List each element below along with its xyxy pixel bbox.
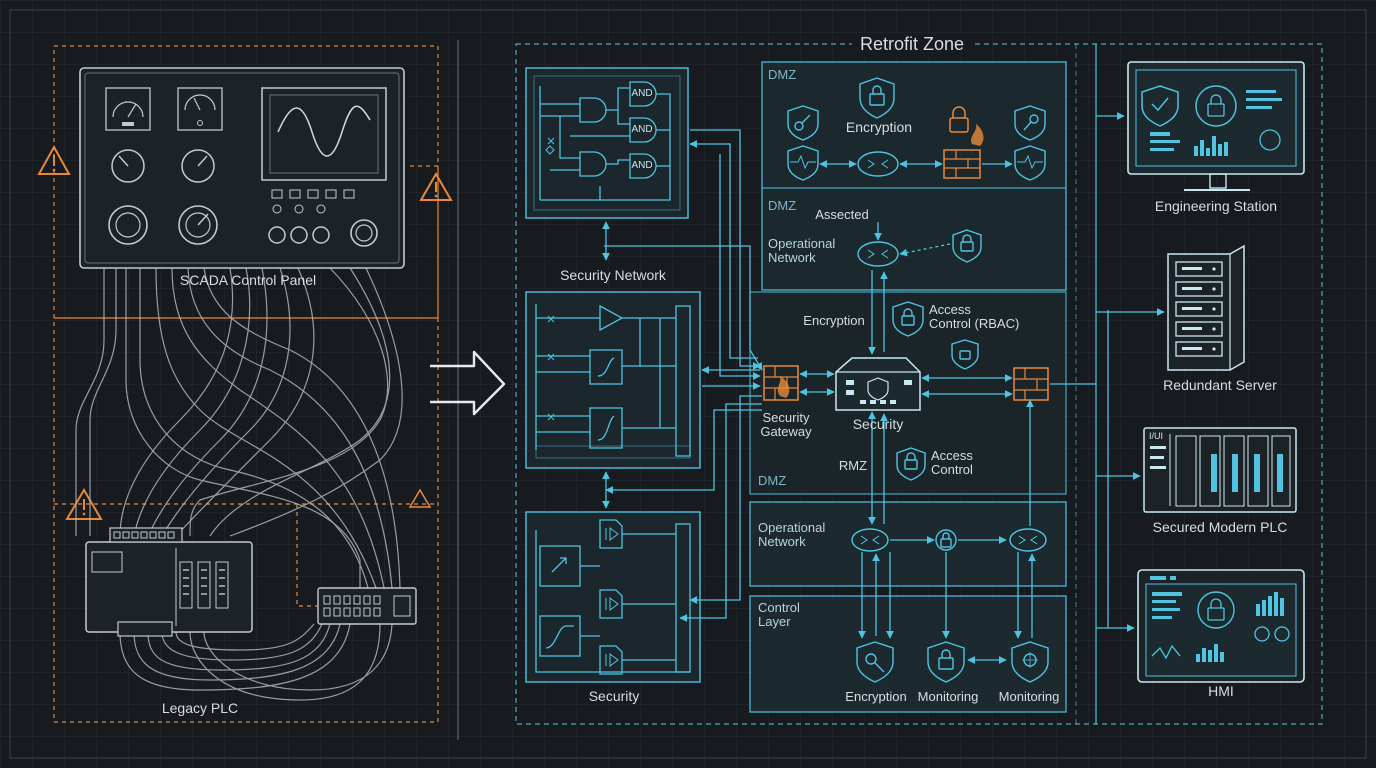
engineering-station-monitor	[1127, 61, 1305, 191]
padlock-icon	[949, 106, 969, 133]
relay-schematic	[535, 304, 691, 459]
security-schematic	[535, 519, 691, 675]
access-control-rbac-label: Access Control (RBAC)	[929, 302, 1020, 332]
shield-icons	[787, 77, 1049, 683]
security-appliance-label: Security	[852, 416, 904, 432]
gateway-firewall-icon	[763, 365, 799, 401]
security-network-label: Security Network	[560, 267, 666, 283]
migration-arrow	[430, 350, 506, 416]
and-gate-label: AND	[631, 88, 653, 99]
legacy-plc-device	[85, 527, 253, 637]
control-layer-label: Control Layer	[758, 600, 800, 630]
engineering-station-label: Engineering Station	[1154, 198, 1278, 214]
logic-gates	[533, 75, 681, 211]
encryption-label: Encryption	[845, 119, 913, 135]
legacy-wiring	[75, 267, 403, 701]
security-appliance	[835, 357, 921, 411]
secured-modern-plc-label: Secured Modern PLC	[1152, 519, 1288, 535]
retrofit-zone-border	[515, 43, 1323, 725]
security-gateway-label: Security Gateway	[760, 410, 812, 440]
operational-network-label: Operational Network	[758, 520, 826, 550]
hmi-tablet	[1137, 569, 1305, 683]
security-label: Security	[588, 688, 640, 704]
dmz-label: DMZ	[758, 473, 787, 488]
and-gate-label: AND	[631, 160, 653, 171]
legacy-plc-label: Legacy PLC	[161, 700, 239, 716]
dmz-label: DMZ	[768, 198, 797, 213]
redundant-server	[1167, 244, 1245, 371]
legacy-section	[53, 45, 439, 723]
warning-icon	[37, 144, 71, 175]
secured-modern-plc	[1143, 427, 1297, 513]
redundant-server-label: Redundant Server	[1163, 377, 1277, 393]
retrofit-zone-title: Retrofit Zone	[851, 34, 973, 55]
encryption-label: Encryption	[803, 313, 865, 328]
scada-control-panel	[79, 67, 405, 269]
dmz-label: DMZ	[768, 67, 797, 82]
monitoring-label: Monitoring	[917, 689, 979, 704]
assected-label: Assected	[815, 207, 869, 222]
warning-icon	[419, 171, 453, 201]
hmi-label: HMI	[1208, 683, 1234, 699]
warning-icon	[408, 488, 432, 508]
router-icons	[851, 151, 1047, 552]
monitoring-label: Monitoring	[998, 689, 1060, 704]
connector-lines	[602, 44, 1165, 724]
terminal-block	[317, 587, 417, 625]
and-gate-label: AND	[631, 124, 653, 135]
plc-tag-label: I/UI	[1149, 431, 1164, 441]
firewall-icon	[943, 124, 984, 179]
rmz-label: RMZ	[838, 458, 868, 473]
scada-control-panel-label: SCADA Control Panel	[179, 272, 317, 288]
operational-network-label: Operational Network	[768, 236, 836, 266]
encryption-label: Encryption	[845, 689, 907, 704]
access-control-label: Access Control	[931, 448, 973, 478]
outer-frame	[9, 9, 1367, 759]
